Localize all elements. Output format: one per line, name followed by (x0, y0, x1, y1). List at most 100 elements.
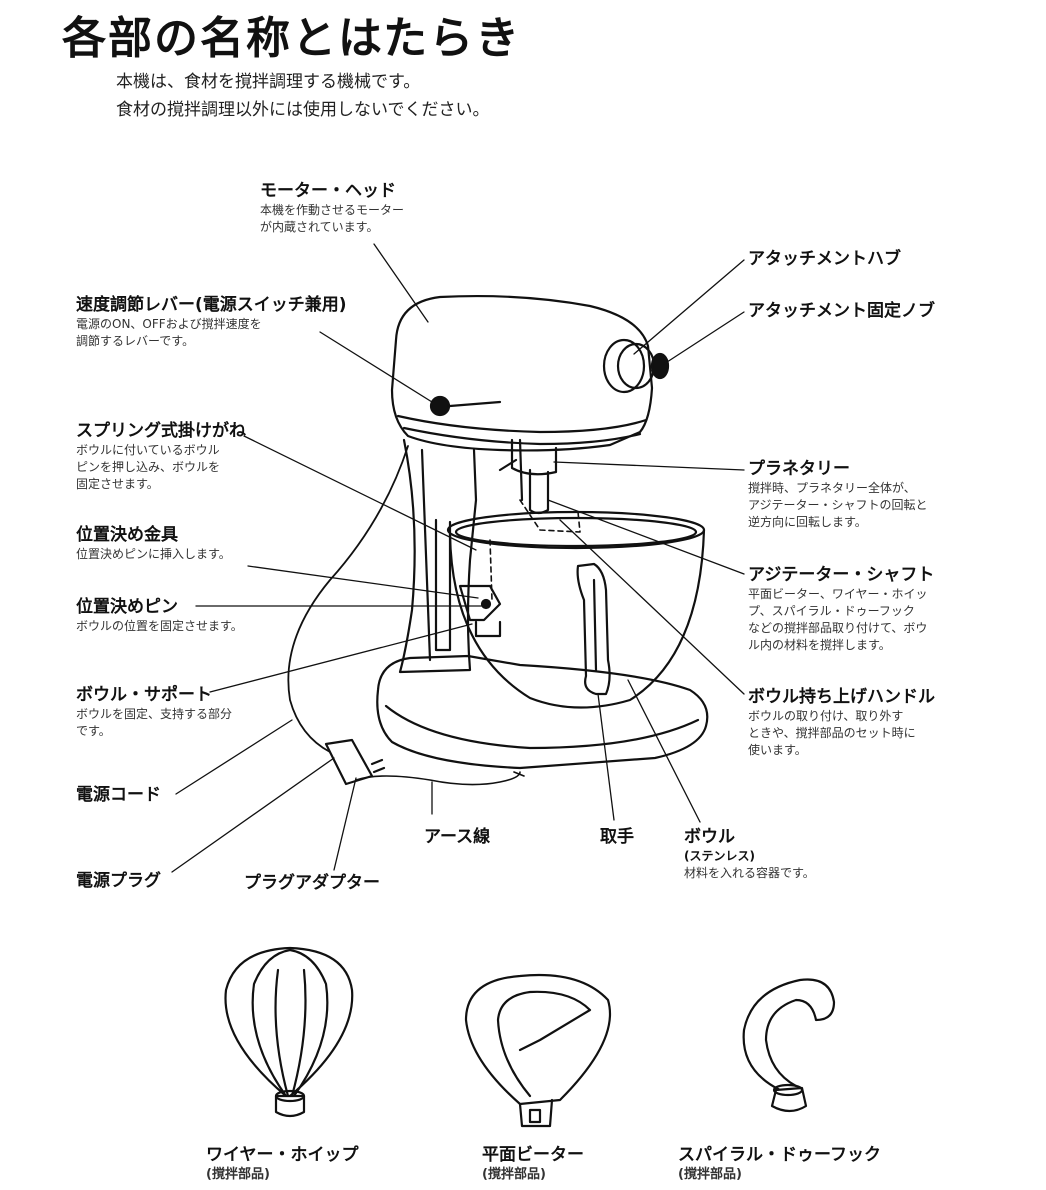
leader-motor-head (373, 243, 429, 323)
label-power-plug: 電源プラグ (76, 870, 161, 892)
label-bowl: ボウル (ステンレス) 材料を入れる容器です。 (684, 826, 815, 882)
speed-lever-slot (448, 400, 502, 408)
agitator-shaft (528, 468, 550, 515)
agitator-shaft-desc-4: ル内の材料を撹拌します。 (748, 638, 891, 652)
power-cord-name: 電源コード (76, 785, 161, 805)
power-plug-name: 電源プラグ (76, 871, 161, 891)
attachment-hub-cap (616, 342, 656, 390)
planetary-housing (510, 438, 558, 476)
positioning-pin-desc-1: ボウルの位置を固定させます。 (76, 619, 243, 633)
spring-latch-desc-2: ピンを押し込み、ボウルを (76, 460, 221, 474)
planetary-desc-3: 逆方向に回転します。 (748, 515, 867, 529)
label-planetary: プラネタリー 撹拌時、プラネタリー全体が、 アジテーター・シャフトの回転と 逆方… (748, 458, 928, 531)
bowl-desc-1: 材料を入れる容器です。 (684, 866, 815, 880)
grip-name: 取手 (600, 827, 634, 847)
wire-whip-icon (224, 946, 354, 1118)
positioning-pin-name: 位置決めピン (76, 597, 178, 617)
label-earth-wire: アース線 (424, 826, 490, 848)
mixer-base-inner-line (384, 704, 700, 750)
shaft-guide (498, 438, 524, 502)
column-groove (420, 448, 432, 662)
bowl-lift-handle-inner (592, 578, 598, 672)
agitator-shaft-name: アジテーター・シャフト (748, 565, 935, 585)
agitator-shaft-desc-2: プ、スパイラル・ドゥーフック (748, 604, 915, 618)
intro-text: 本機は、食材を撹拌調理する機械です。 食材の撹拌調理以外には使用しないでください… (116, 68, 490, 124)
leader-bowl (627, 679, 701, 823)
bowl-lift-handle-desc-3: 使います。 (748, 743, 807, 757)
positioning-bracket-name: 位置決め金具 (76, 525, 178, 545)
label-bowl-support: ボウル・サポート ボウルを固定、支持する部分 です。 (76, 684, 232, 740)
bowl-body (448, 528, 706, 709)
planetary-name: プラネタリー (748, 459, 850, 479)
motor-head-trim (402, 426, 642, 446)
leader-bowl-support (209, 623, 473, 693)
dough-hook-name: スパイラル・ドゥーフック (678, 1145, 881, 1165)
wire-whip-sub: (撹拌部品) (206, 1167, 270, 1182)
flat-beater-name: 平面ビーター (482, 1145, 584, 1165)
bowl-rim-inner (454, 516, 698, 548)
bowl-lift-handle-desc-1: ボウルの取り付け、取り外す (748, 709, 904, 723)
bowl-support-name: ボウル・サポート (76, 685, 212, 705)
accessory-flat-beater: 平面ビーター (撹拌部品) (482, 1144, 584, 1183)
attachment-hub-name: アタッチメントハブ (748, 249, 901, 269)
dough-hook-icon (742, 978, 836, 1113)
attachment-knob (650, 352, 670, 380)
bowl-name: ボウル (684, 827, 735, 847)
bowl-support (458, 584, 502, 622)
intro-line-2: 食材の撹拌調理以外には使用しないでください。 (116, 100, 490, 120)
mixer-base (376, 654, 709, 770)
accessory-dough-hook: スパイラル・ドゥーフック (撹拌部品) (678, 1144, 881, 1183)
leader-grip (597, 693, 615, 821)
bowl-lift-handle-name: ボウル持ち上げハンドル (748, 687, 935, 707)
planetary-desc-1: 撹拌時、プラネタリー全体が、 (748, 481, 916, 495)
earth-wire-name: アース線 (424, 827, 491, 847)
agitator-shaft-desc-1: 平面ビーター、ワイヤー・ホイッ (748, 587, 928, 601)
spring-latch-desc-1: ボウルに付いているボウル (76, 443, 220, 457)
speed-lever-desc-2: 調節するレバーです。 (76, 334, 195, 348)
page-title: 各部の名称とはたらき (62, 13, 522, 64)
label-positioning-pin: 位置決めピン ボウルの位置を固定させます。 (76, 596, 243, 635)
leader-positioning-bracket (247, 565, 479, 599)
label-spring-latch: スプリング式掛けがね ボウルに付いているボウル ピンを押し込み、ボウルを 固定さ… (76, 420, 246, 493)
label-positioning-bracket: 位置決め金具 位置決めピンに挿入します。 (76, 524, 231, 563)
spring-latch-name: スプリング式掛けがね (76, 421, 246, 441)
leader-power-cord (175, 719, 293, 795)
leader-spring-latch (243, 435, 477, 551)
leader-attachment-hub (633, 259, 745, 355)
leader-plug-adapter (333, 777, 357, 871)
leader-power-plug (171, 757, 335, 873)
leader-agitator-shaft (547, 499, 745, 575)
leader-attachment-knob (663, 311, 745, 365)
wire-whip-name: ワイヤー・ホイップ (206, 1145, 359, 1165)
bowl-support-desc-2: です。 (76, 724, 111, 738)
speed-lever-name: 速度調節レバー(電源スイッチ兼用) (76, 295, 347, 315)
label-agitator-shaft: アジテーター・シャフト 平面ビーター、ワイヤー・ホイッ プ、スパイラル・ドゥーフ… (748, 564, 934, 654)
motor-head-body (390, 294, 654, 452)
column-front-panel (434, 518, 452, 652)
power-cord (287, 445, 409, 753)
positioning-pin (480, 598, 492, 610)
label-grip: 取手 (600, 826, 634, 848)
leader-speed-lever (319, 331, 433, 403)
label-bowl-lift-handle: ボウル持ち上げハンドル ボウルの取り付け、取り外す ときや、撹拌部品のセット時に… (748, 686, 935, 759)
bowl-sub: (ステンレス) (684, 849, 755, 863)
mixer-column (398, 438, 478, 674)
speed-lever-desc-1: 電源のON、OFFおよび撹拌速度を (76, 317, 262, 331)
flat-beater-sub: (撹拌部品) (482, 1167, 546, 1182)
leader-bowl-lift-handle (559, 519, 745, 695)
label-attachment-knob: アタッチメント固定ノブ (748, 300, 935, 322)
motor-head-band (396, 414, 648, 434)
stand-mixer-diagram (287, 294, 709, 786)
bowl-support-desc-1: ボウルを固定、支持する部分 (76, 707, 233, 721)
motor-head-desc-2: が内蔵されています。 (260, 220, 379, 234)
spring-latch-desc-3: 固定させます。 (76, 477, 159, 491)
label-motor-head: モーター・ヘッド 本機を作動させるモーター が内蔵されています。 (260, 180, 404, 236)
motor-head-name: モーター・ヘッド (260, 181, 396, 201)
power-plug-prongs (370, 758, 386, 774)
plug-adapter-name: プラグアダプター (244, 873, 380, 893)
attachment-knob-name: アタッチメント固定ノブ (748, 301, 935, 321)
label-attachment-hub: アタッチメントハブ (748, 248, 901, 270)
leader-planetary (553, 461, 745, 471)
intro-line-1: 本機は、食材を撹拌調理する機械です。 (116, 72, 421, 92)
